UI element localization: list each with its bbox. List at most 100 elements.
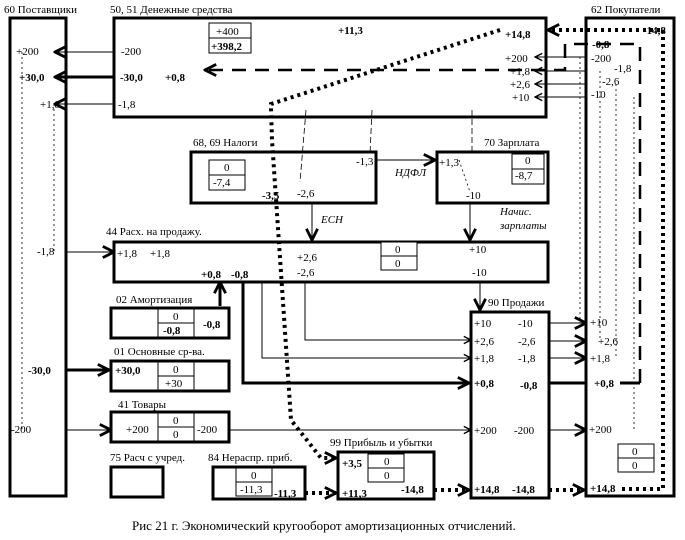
a90-right-val: -0,8 (520, 380, 538, 392)
account-50-box (112, 16, 548, 119)
a50-val: +11,3 (338, 25, 363, 37)
a62-val: -14,8 (643, 25, 666, 37)
a02-val: -0,8 (203, 319, 221, 331)
a99-val: +3,5 (342, 458, 363, 470)
a90-right-val: -1,8 (518, 353, 536, 365)
a02-cell-top: 0 (173, 311, 179, 323)
account-01-title: 01 Основные ср-ва. (114, 346, 205, 358)
a50-val: +1,8 (510, 66, 530, 78)
a90-left-val: +14,8 (474, 484, 500, 496)
a62-cell-bottom: 0 (632, 460, 638, 472)
a41-val: -200 (197, 424, 218, 436)
a41-val: +200 (126, 424, 149, 436)
account-41-title: 41 Товары (118, 399, 167, 411)
a62-val: +1,8 (590, 353, 610, 365)
a62-val: +14,8 (590, 483, 616, 495)
a62-val: +200 (589, 424, 612, 436)
a44-val: -10 (472, 267, 487, 279)
a90-left-val: +0,8 (474, 378, 495, 390)
account-62-title: 62 Покупатели (591, 4, 661, 16)
a60-val: -200 (11, 424, 32, 436)
a50-val: -200 (121, 46, 142, 58)
a50-val: +14,8 (505, 29, 531, 41)
a62-val: -2,6 (602, 76, 620, 88)
a90-right-val: -10 (518, 318, 533, 330)
a99-cell-bottom: 0 (384, 470, 390, 482)
account-60-title: 60 Поставщики (4, 4, 77, 16)
a70-cell-bottom: -8,7 (515, 170, 533, 182)
a50-val: -30,0 (120, 72, 143, 84)
a60-val: +200 (16, 46, 39, 58)
account-44-box (112, 240, 550, 284)
a68-val: -1,3 (356, 156, 374, 168)
a62-val: -200 (591, 53, 612, 65)
a44-val: +1,8 (117, 248, 137, 260)
a50-cell-bottom: +398,2 (211, 41, 243, 53)
a44-cell-top: 0 (395, 244, 401, 256)
a99-val: -14,8 (401, 484, 424, 496)
a60-val: -1,8 (37, 246, 55, 258)
a70-cell-top: 0 (525, 155, 531, 167)
a50-mid-val: +0,8 (165, 72, 186, 84)
account-75-box (109, 465, 165, 499)
account-75-title: 75 Расч с учред. (110, 452, 185, 464)
account-90-title: 90 Продажи (488, 297, 544, 309)
a50-cell-top: +400 (216, 26, 239, 38)
a44-val: +2,6 (297, 252, 317, 264)
a84-cell-top: 0 (251, 470, 257, 482)
a44-val: +0,8 (201, 269, 222, 281)
a62-val: -0,8 (592, 39, 610, 51)
a50-val: +10 (512, 92, 530, 104)
a44-val: -0,8 (231, 269, 249, 281)
account-02-title: 02 Амортизация (116, 294, 192, 306)
a44-val: +10 (469, 244, 487, 256)
a41-cell-top: 0 (173, 415, 179, 427)
a90-left-val: +1,8 (474, 353, 494, 365)
a90-right-val: -200 (514, 425, 535, 437)
a44-val: -2,6 (297, 267, 315, 279)
a84-val: -11,3 (274, 488, 297, 500)
a68-cell-bottom: -7,4 (213, 177, 231, 189)
a62-val: -10 (591, 89, 606, 101)
account-99-title: 99 Прибыль и убытки (330, 437, 432, 449)
a62-val: -1,8 (614, 63, 632, 75)
a50-val: +2,6 (510, 79, 530, 91)
a50-val: -1,8 (118, 99, 136, 111)
a41-cell-bottom: 0 (173, 429, 179, 441)
a01-val: +30,0 (115, 365, 141, 377)
a70-val: -10 (466, 190, 481, 202)
a01-cell-bottom: +30 (165, 378, 183, 390)
a44-cell-bottom: 0 (395, 258, 401, 270)
a50-val: +200 (505, 53, 528, 65)
a68-val: -2,6 (297, 188, 315, 200)
a84-cell-bottom: -11,3 (240, 484, 263, 496)
figure-caption: Рис 21 г. Экономический кругооборот амор… (132, 518, 516, 533)
a01-cell-top: 0 (173, 364, 179, 376)
a90-left-val: +2,6 (474, 336, 494, 348)
a62-cell-top: 0 (632, 446, 638, 458)
a62-val: +10 (590, 317, 608, 329)
esn-label: ЕСН (320, 214, 344, 226)
a62-val: +2,6 (598, 336, 618, 348)
account-70-title: 70 Зарплата (484, 137, 540, 149)
account-90-box (469, 310, 551, 500)
account-44-title: 44 Расх. на продажу. (106, 226, 202, 238)
a90-right-val: -14,8 (512, 484, 535, 496)
accrual-label-1: Начис. (499, 206, 532, 218)
account-68-title: 68, 69 Налоги (193, 137, 258, 149)
a60-val: -30,0 (28, 365, 51, 377)
a44-val: +1,8 (150, 248, 170, 260)
account-62-box (584, 16, 676, 498)
a90-right-val: -2,6 (518, 336, 536, 348)
a90-left-val: +200 (474, 425, 497, 437)
a99-val: +11,3 (342, 488, 367, 500)
account-84-title: 84 Нераспр. приб. (208, 452, 293, 464)
accrual-label-2: зарплаты (499, 220, 547, 232)
a68-cell-top: 0 (224, 162, 230, 174)
a70-val: +1,3 (439, 157, 459, 169)
a99-cell-top: 0 (384, 456, 390, 468)
a90-left-val: +10 (474, 318, 492, 330)
a62-val: +0,8 (594, 378, 615, 390)
account-50-title: 50, 51 Денежные средства (110, 4, 233, 16)
